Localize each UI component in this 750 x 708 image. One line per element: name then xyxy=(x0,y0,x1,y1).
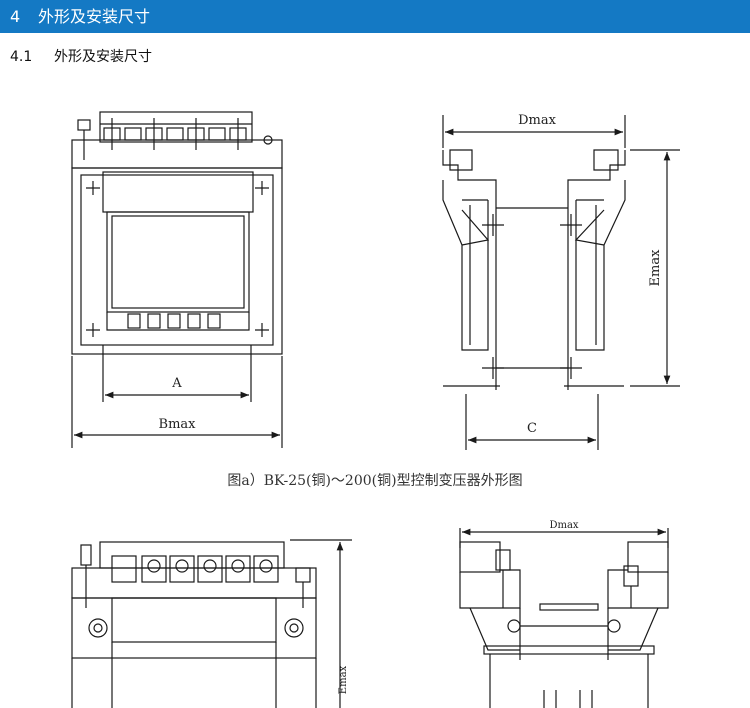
figure-a-caption: 图a）BK-25(铜)～200(铜)型控制变压器外形图 xyxy=(227,473,523,489)
section-number: 4 xyxy=(10,7,21,26)
subsection-title: 外形及安装尺寸 xyxy=(54,49,152,65)
section-title: 外形及安装尺寸 xyxy=(38,7,151,26)
section-header: 4 外形及安装尺寸 xyxy=(0,0,750,33)
figure-b-front-view xyxy=(71,539,352,708)
figure-b-dim-label-emax: Emax xyxy=(338,665,349,694)
figure-a-side-view xyxy=(442,115,680,450)
dim-label-c: C xyxy=(527,421,537,436)
figure-a-front-view xyxy=(71,111,283,448)
subsection-heading: 4.1 外形及安装尺寸 xyxy=(10,46,152,66)
dim-label-a: A xyxy=(171,376,182,391)
dim-label-dmax: Dmax xyxy=(518,113,557,128)
dim-label-bmax: Bmax xyxy=(159,417,197,432)
figure-b-side-view xyxy=(459,528,669,708)
dim-label-emax: Emax xyxy=(648,249,663,287)
figure-b-dim-label-dmax: Dmax xyxy=(549,520,578,531)
subsection-number: 4.1 xyxy=(10,49,33,65)
